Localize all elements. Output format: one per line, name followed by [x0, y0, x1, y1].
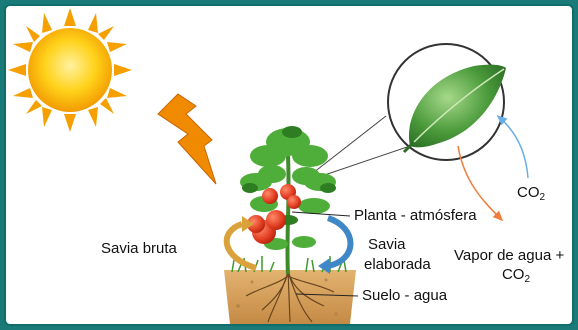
diagram-svg — [8, 8, 529, 324]
savia-elaborada-arrow — [326, 215, 354, 269]
leaf-icon — [402, 64, 506, 154]
label-suelo-agua: Suelo - agua — [362, 287, 448, 304]
vapor-arrow — [457, 145, 504, 222]
tomato-plant — [240, 126, 336, 275]
savia-bruta-arrow — [223, 221, 257, 271]
sun-icon — [8, 8, 132, 132]
label-savia-bruta: Savia bruta — [101, 240, 177, 257]
label-vapor-co2: CO2 — [501, 266, 531, 285]
lightning-icon — [157, 93, 217, 185]
label-vapor-de-agua: Vapor de agua + — [454, 247, 565, 264]
leaf-magnifier — [303, 43, 506, 183]
diagram-frame: Planta - atmósfera Savia bruta Savia ela… — [4, 4, 574, 326]
label-elaborada: elaborada — [364, 256, 431, 273]
co2-arrow — [496, 115, 529, 179]
label-co2: CO2 — [517, 184, 546, 203]
label-savia: Savia — [368, 236, 406, 253]
soil — [224, 269, 356, 324]
tomatoes — [247, 184, 301, 244]
label-planta-atmosfera: Planta - atmósfera — [354, 207, 477, 224]
